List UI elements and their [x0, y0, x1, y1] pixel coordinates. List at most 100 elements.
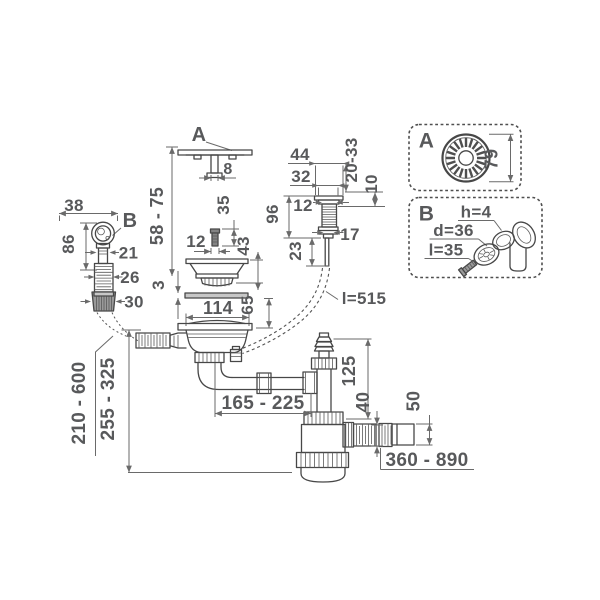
dim-114: 114	[203, 298, 233, 318]
cap-stem-foot	[206, 172, 223, 179]
stem-threads	[322, 206, 336, 225]
dim-79: 79	[482, 149, 502, 170]
callout-b-label: B	[123, 210, 138, 232]
dim-38: 38	[64, 196, 84, 215]
cable-port	[229, 348, 243, 363]
cap-plate	[177, 149, 253, 156]
trap-bottom-nut	[295, 451, 350, 469]
basket-strainer	[185, 258, 249, 287]
dim-35: 35	[214, 195, 233, 215]
dim-43: 43	[234, 236, 253, 256]
hose-ribs	[94, 266, 113, 291]
detail-elbow-body	[509, 221, 536, 272]
dim-arrow	[113, 274, 119, 280]
cap-stem	[210, 154, 219, 174]
mounting-screw	[209, 228, 221, 247]
overflow-neck	[97, 247, 109, 265]
overflow-head-slot-small	[105, 235, 110, 240]
waste-nut-hatch	[198, 353, 220, 362]
screw-threads	[212, 235, 218, 243]
cable-outline-1	[239, 267, 324, 351]
strainer-cap-slots	[446, 138, 486, 178]
elbow-inner	[220, 361, 233, 379]
dim-21: 21	[119, 244, 139, 263]
overflow-elbow-assembly: 38 B 86 21 26 30	[59, 196, 143, 342]
detail-rosette	[473, 243, 500, 266]
dim-26: 26	[120, 268, 140, 287]
label-l35: l=35	[429, 241, 464, 260]
inlet-barbs	[313, 336, 335, 352]
dim-3: 3	[149, 280, 168, 290]
dim-arrow	[333, 230, 340, 235]
barb-ridges	[173, 335, 179, 348]
waste-bowl-bands	[187, 333, 247, 338]
inlet-neck	[318, 350, 330, 359]
hose-ribs-main	[138, 333, 167, 348]
label-h4-leader	[493, 220, 502, 231]
dim-44: 44	[290, 145, 310, 164]
dim-arrow	[309, 161, 316, 166]
inlet-nut-hatch	[314, 358, 333, 369]
dim-17: 17	[340, 225, 360, 244]
waste-flange	[177, 322, 253, 331]
overflow-head-slot	[97, 227, 105, 236]
dim-arrow	[338, 183, 345, 188]
overflow-hose-corrugated	[135, 332, 171, 349]
dim-23: 23	[286, 241, 305, 261]
detail-b-frame	[408, 196, 543, 279]
pipe-union	[256, 372, 272, 395]
dim-360-890: 360 - 890	[386, 450, 469, 471]
outlet-end-fitting	[391, 423, 415, 446]
sink-cap-exploded: A 58 - 75 8 35 12	[147, 124, 273, 329]
dim-arrow	[312, 183, 319, 188]
screw-shaft	[211, 232, 219, 247]
overflow-head-inner	[94, 225, 112, 242]
inlet-nut	[310, 357, 338, 370]
dim-arrow	[88, 274, 95, 280]
dim-10: 10	[362, 174, 381, 194]
dim-leader-210-600	[95, 335, 114, 456]
cable-length-label: l=515	[342, 289, 387, 308]
trap-body	[300, 423, 346, 454]
strainer-cap-outer	[441, 133, 491, 183]
outlet-fitting-band	[93, 291, 115, 297]
dim-arrow	[85, 299, 91, 304]
overflow-neck-bands	[98, 250, 108, 255]
dim-58-75: 58 - 75	[147, 187, 167, 245]
flat-gasket	[184, 292, 249, 299]
trap-top-nut-hatch	[307, 412, 341, 425]
outlet-corrugated-1	[352, 423, 377, 447]
dim-arrow	[109, 250, 116, 255]
dim-arrow	[317, 230, 324, 235]
detail-b-title: B	[419, 203, 434, 226]
dim-125: 125	[339, 356, 359, 387]
dim-20-33: 20-33	[342, 138, 361, 183]
detail-a-frame	[408, 123, 522, 192]
cable-port-cap	[231, 345, 241, 351]
detail-box-b: B h=4 d=36 l=35	[408, 196, 543, 279]
dim-86: 86	[59, 234, 78, 254]
dim-arrow	[336, 200, 343, 205]
overflow-knob-assembly: 44 32 20-33 10 96 12 17 23	[263, 138, 385, 267]
cable-port-bands	[230, 352, 242, 357]
waste-dome	[188, 319, 246, 325]
pop-up-cable: l=515	[239, 267, 387, 355]
dim-arrow	[90, 250, 97, 255]
bottle-trap	[295, 332, 415, 483]
dim-65: 65	[238, 295, 257, 315]
horizontal-pipe	[231, 376, 305, 391]
detail-screw	[457, 259, 478, 278]
outlet-ribs-1	[356, 424, 375, 446]
trap-bottom-nut-hatch	[300, 452, 347, 468]
trap-inlet-pipe	[316, 368, 332, 413]
main-dimensions: 125 165 - 225 40 50 360 - 890 255 - 325 …	[69, 329, 474, 473]
detail-box-a: A 79	[408, 123, 522, 192]
pipe-union-edges	[259, 373, 269, 394]
callout-a-label: A	[192, 124, 207, 146]
strainer-cap-rim	[445, 137, 487, 179]
outlet-corrugated-2	[378, 422, 393, 448]
dim-12-screw: 12	[186, 232, 206, 251]
dim-8: 8	[223, 161, 232, 178]
